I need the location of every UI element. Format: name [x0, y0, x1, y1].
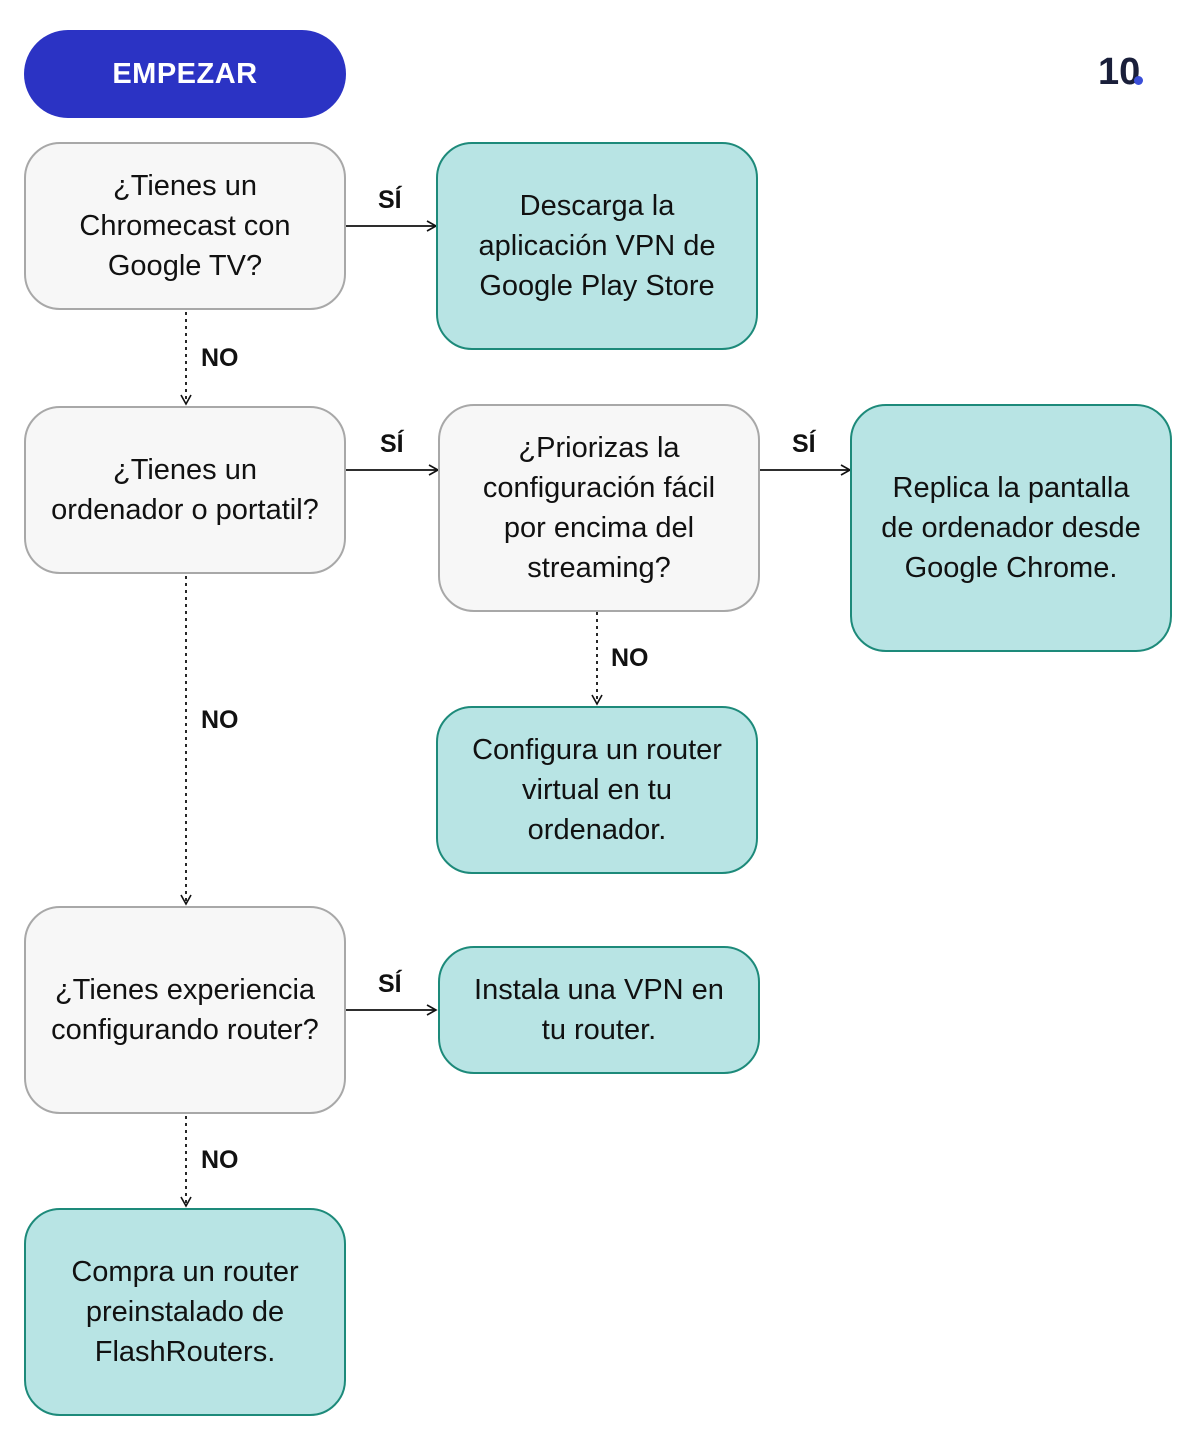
answer-flashrouters: Compra un router preinstalado de FlashRo…: [24, 1208, 346, 1416]
start-badge: EMPEZAR: [24, 30, 346, 118]
question-chromecast: ¿Tienes un Chromecast con Google TV?: [24, 142, 346, 310]
answer-virtual-router: Configura un router virtual en tu ordena…: [436, 706, 758, 874]
question-computer: ¿Tienes un ordenador o portatil?: [24, 406, 346, 574]
label-yes-easy-setup: SÍ: [792, 430, 816, 458]
label-no-router-experience: NO: [201, 1146, 239, 1174]
question-router-experience: ¿Tienes experiencia configurando router?: [24, 906, 346, 1114]
answer-install-router-vpn: Instala una VPN en tu router.: [438, 946, 760, 1074]
label-yes-chromecast: SÍ: [378, 186, 402, 214]
answer-mirror-screen: Replica la pantalla de ordenador desde G…: [850, 404, 1172, 652]
label-no-computer: NO: [201, 706, 239, 734]
answer-google-play: Descarga la aplicación VPN de Google Pla…: [436, 142, 758, 350]
label-no-chromecast: NO: [201, 344, 239, 372]
label-no-easy-setup: NO: [611, 644, 649, 672]
label-yes-computer: SÍ: [380, 430, 404, 458]
logo-dot-icon: [1134, 76, 1143, 85]
label-yes-router-experience: SÍ: [378, 970, 402, 998]
question-easy-setup: ¿Priorizas la configuración fácil por en…: [438, 404, 760, 612]
brand-logo: 10: [1098, 51, 1141, 93]
